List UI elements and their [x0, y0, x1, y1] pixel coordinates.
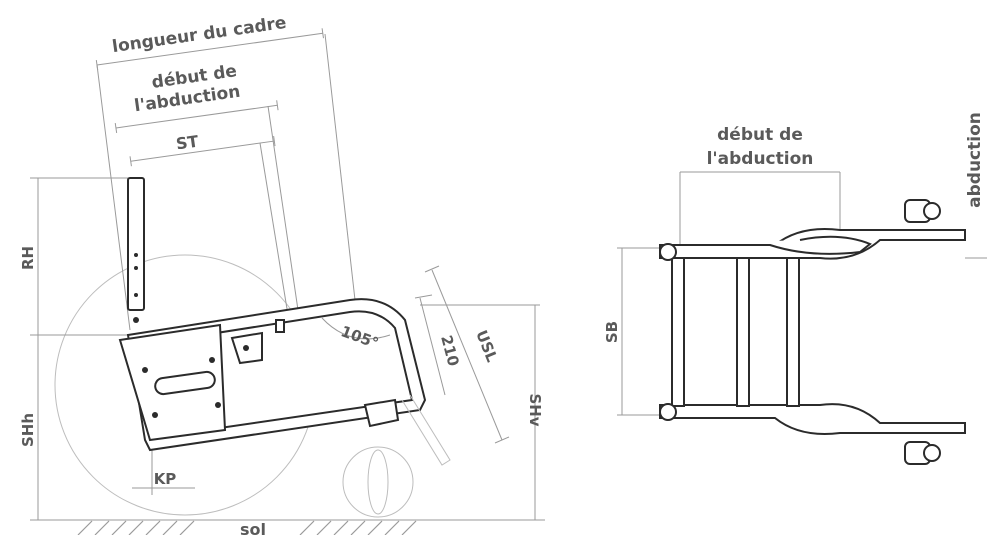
- dim-210-label: 210: [437, 333, 462, 368]
- abduction-label-cut: abduction: [965, 112, 985, 208]
- cross-tube-1: [736, 257, 750, 407]
- top-abduction-start-label-line1: début de: [717, 125, 803, 145]
- abduction-start-dimension-line: [115, 104, 278, 129]
- top-view: début de l'abduction SB abduction: [603, 112, 987, 465]
- cross-tube-2: [786, 257, 800, 407]
- seat-clip: [275, 319, 285, 333]
- top-abduction-start-label-line2: l'abduction: [707, 149, 814, 169]
- side-view: sol RH SHh SHv l: [19, 13, 545, 539]
- shv-label: SHv: [526, 393, 544, 426]
- ground-label: sol: [240, 520, 266, 535]
- caster-cap-top: [923, 202, 941, 220]
- caster-cap-bottom: [923, 444, 941, 462]
- caster-wheel-detail: [367, 449, 389, 515]
- rear-cap-top: [659, 243, 677, 261]
- usl-dimension-line: [431, 269, 503, 441]
- adjustment-slot: [154, 370, 216, 396]
- usl-label: USL: [472, 328, 501, 365]
- st-label: ST: [175, 132, 200, 154]
- footrest-tube: [401, 394, 451, 466]
- angle-arc: [321, 317, 391, 340]
- kp-label: KP: [154, 470, 177, 488]
- sb-label: SB: [603, 321, 621, 343]
- rh-label: RH: [19, 246, 37, 270]
- slanted-dimensions: [95, 28, 324, 167]
- rear-cap-bottom: [659, 403, 677, 421]
- caster-wheel-outline: [342, 446, 414, 518]
- st-dimension-line: [130, 140, 275, 162]
- frame-length-dimension-line: [96, 32, 323, 66]
- dim-210-line: [419, 297, 446, 396]
- upper-frame-tube-inner: [660, 235, 872, 255]
- rear-cross-bar: [671, 257, 685, 407]
- lower-frame-tube: [659, 403, 966, 435]
- footrest-clamp: [363, 398, 400, 428]
- ground-hatching: [77, 520, 417, 536]
- shh-label: SHh: [19, 413, 37, 447]
- backrest-post: [127, 177, 145, 311]
